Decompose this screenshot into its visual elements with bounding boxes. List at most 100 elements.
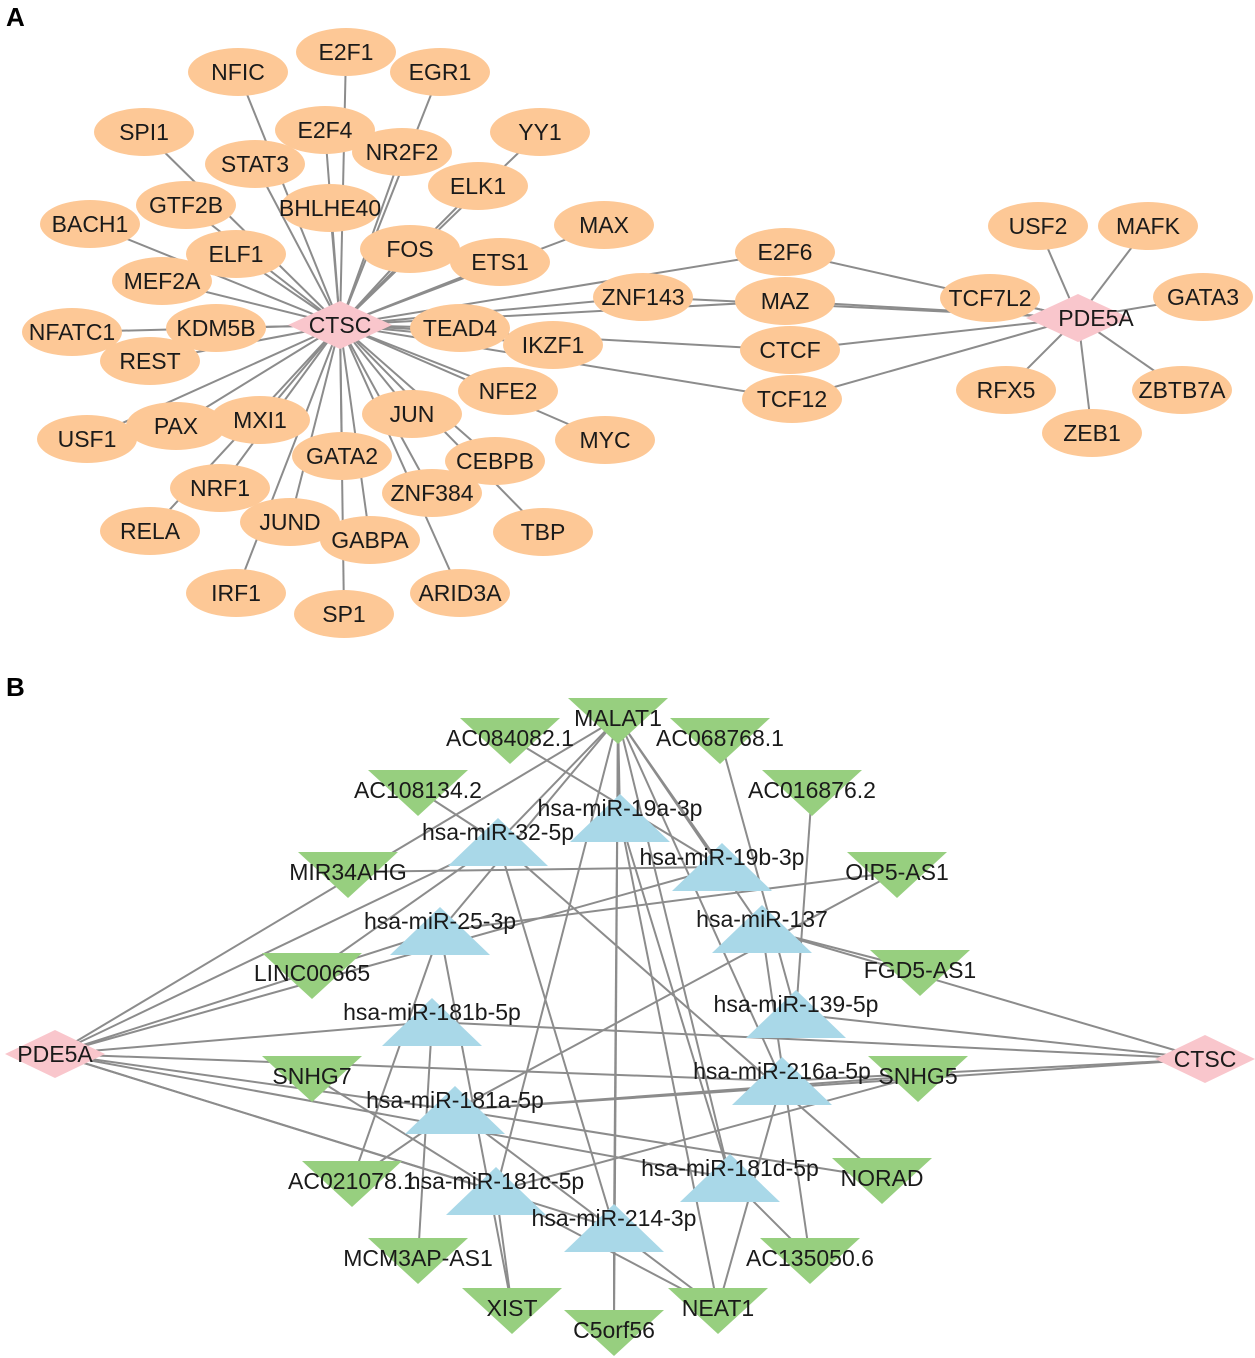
tf-node-ellipse <box>988 202 1088 250</box>
panel-a-node-elf1[interactable]: ELF1 <box>186 230 286 278</box>
panel-a-node-pde5a[interactable]: PDE5A <box>1026 294 1134 342</box>
mirna-node-triangle <box>446 1167 546 1215</box>
panel-a-node-rela[interactable]: RELA <box>100 507 200 555</box>
panel-b-node-ac021078[interactable]: AC021078.1 <box>288 1161 416 1207</box>
panel-a-node-pax[interactable]: PAX <box>126 402 226 450</box>
panel-b-node-ctsc[interactable]: CTSC <box>1155 1035 1255 1083</box>
panel-a-node-fos[interactable]: FOS <box>360 225 460 273</box>
panel-a-node-sp1[interactable]: SP1 <box>294 590 394 638</box>
panel-a-node-label: E2F1 <box>319 39 374 65</box>
panel-a-node-mxi1[interactable]: MXI1 <box>210 396 310 444</box>
panel-a-node-ctsc[interactable]: CTSC <box>288 301 392 349</box>
panel-b-node-neat1[interactable]: NEAT1 <box>668 1288 768 1334</box>
panel-b-node-ac108134[interactable]: AC108134.2 <box>354 770 482 816</box>
panel-b-node-oip5as1[interactable]: OIP5-AS1 <box>845 852 949 898</box>
panel-a-node-ctcf[interactable]: CTCF <box>740 326 840 374</box>
panel-a-node-gata3[interactable]: GATA3 <box>1153 273 1253 321</box>
panel-a-node-tcf12[interactable]: TCF12 <box>742 375 842 423</box>
panel-b-node-mir25[interactable]: hsa-miR-25-3p <box>364 907 516 955</box>
panel-a-node-usf1[interactable]: USF1 <box>37 415 137 463</box>
panel-a-node-zbtb7a[interactable]: ZBTB7A <box>1132 366 1232 414</box>
panel-b-node-label: hsa-miR-25-3p <box>364 908 516 934</box>
panel-a-node-e2f4[interactable]: E2F4 <box>275 106 375 154</box>
panel-b-node-snhg7[interactable]: SNHG7 <box>262 1056 362 1102</box>
panel-b-node-ac068768[interactable]: AC068768.1 <box>656 718 784 764</box>
panel-b-edge-pde5a-mir19b <box>54 866 723 1055</box>
panel-a-node-label: GTF2B <box>149 192 223 218</box>
panel-b-node-mir19b[interactable]: hsa-miR-19b-3p <box>640 843 805 891</box>
panel-a-node-egr1[interactable]: EGR1 <box>390 48 490 96</box>
panel-a-node-arid3a[interactable]: ARID3A <box>410 569 510 617</box>
panel-a-node-znf143[interactable]: ZNF143 <box>593 273 693 321</box>
panel-a-node-znf384[interactable]: ZNF384 <box>382 469 482 517</box>
panel-a-node-spi1[interactable]: SPI1 <box>94 108 194 156</box>
panel-a-node-ets1[interactable]: ETS1 <box>450 238 550 286</box>
panel-a-node-zeb1[interactable]: ZEB1 <box>1042 409 1142 457</box>
panel-a-node-e2f1[interactable]: E2F1 <box>296 28 396 76</box>
panel-a-node-maz[interactable]: MAZ <box>735 277 835 325</box>
panel-b-node-snhg5[interactable]: SNHG5 <box>868 1056 968 1102</box>
panel-b-node-label: AC135050.6 <box>746 1245 874 1271</box>
panel-b-node-mir19a[interactable]: hsa-miR-19a-3p <box>538 794 703 842</box>
panel-a-edge-pde5a-tcf12 <box>791 317 1079 400</box>
panel-b-node-mir214[interactable]: hsa-miR-214-3p <box>532 1204 697 1252</box>
panel-a-node-myc[interactable]: MYC <box>555 416 655 464</box>
panel-a-node-jund[interactable]: JUND <box>240 498 340 546</box>
panel-a-node-irf1[interactable]: IRF1 <box>186 569 286 617</box>
panel-b-node-mir34ahg[interactable]: MIR34AHG <box>289 852 407 898</box>
panel-a-node-usf2[interactable]: USF2 <box>988 202 1088 250</box>
panel-b-node-malat1[interactable]: MALAT1 <box>568 698 668 744</box>
panel-b-node-label: LINC00665 <box>254 960 370 986</box>
panel-a-node-nr2f2[interactable]: NR2F2 <box>352 128 452 176</box>
panel-a-node-gata2[interactable]: GATA2 <box>292 432 392 480</box>
panel-a-node-jun[interactable]: JUN <box>362 390 462 438</box>
panel-a-node-gabpa[interactable]: GABPA <box>320 516 420 564</box>
panel-a-node-e2f6[interactable]: E2F6 <box>735 228 835 276</box>
panel-a-node-gtf2b[interactable]: GTF2B <box>136 181 236 229</box>
panel-a-node-bhlhe40[interactable]: BHLHE40 <box>279 184 381 232</box>
panel-a-node-ikzf1[interactable]: IKZF1 <box>503 321 603 369</box>
panel-a-node-mafk[interactable]: MAFK <box>1098 202 1198 250</box>
panel-a-node-elk1[interactable]: ELK1 <box>428 162 528 210</box>
panel-b-node-pde5a[interactable]: PDE5A <box>5 1030 105 1078</box>
panel-b-node-fgd5as1[interactable]: FGD5-AS1 <box>864 950 976 996</box>
tf-node-ellipse <box>100 337 200 385</box>
panel-b-node-xist[interactable]: XIST <box>462 1288 562 1334</box>
lncrna-node-triangle <box>460 718 560 764</box>
mirna-node-triangle <box>448 818 548 866</box>
panel-b-node-mir181a[interactable]: hsa-miR-181a-5p <box>366 1086 544 1134</box>
panel-a-node-tead4[interactable]: TEAD4 <box>410 304 510 352</box>
mirna-node-triangle <box>746 990 846 1038</box>
panel-b-node-ac084082[interactable]: AC084082.1 <box>446 718 574 764</box>
panel-a-node-label: TEAD4 <box>423 315 497 341</box>
panel-b-node-mir216a[interactable]: hsa-miR-216a-5p <box>693 1057 871 1105</box>
panel-b-node-mcm3apas1[interactable]: MCM3AP-AS1 <box>343 1238 493 1284</box>
panel-a-node-nfe2[interactable]: NFE2 <box>458 367 558 415</box>
panel-a-node-cebpb[interactable]: CEBPB <box>445 437 545 485</box>
panel-a-node-nfic[interactable]: NFIC <box>188 48 288 96</box>
panel-a-node-tcf7l2[interactable]: TCF7L2 <box>940 274 1040 322</box>
panel-b-node-ac016876[interactable]: AC016876.2 <box>748 770 876 816</box>
panel-b-node-ac135050[interactable]: AC135050.6 <box>746 1238 874 1284</box>
panel-a-node-nrf1[interactable]: NRF1 <box>170 464 270 512</box>
panel-a-node-bach1[interactable]: BACH1 <box>40 200 140 248</box>
panel-a-node-yy1[interactable]: YY1 <box>490 108 590 156</box>
panel-b-node-mir32[interactable]: hsa-miR-32-5p <box>422 818 574 866</box>
panel-a-node-stat3[interactable]: STAT3 <box>205 140 305 188</box>
panel-a-node-rest[interactable]: REST <box>100 337 200 385</box>
panel-a-node-rfx5[interactable]: RFX5 <box>956 366 1056 414</box>
panel-a-node-tbp[interactable]: TBP <box>493 508 593 556</box>
panel-b-node-c5orf56[interactable]: C5orf56 <box>564 1310 664 1356</box>
panel-b-node-mir181d[interactable]: hsa-miR-181d-5p <box>641 1154 819 1202</box>
panel-b-node-norad[interactable]: NORAD <box>832 1158 932 1204</box>
panel-a-node-mef2a[interactable]: MEF2A <box>112 257 212 305</box>
panel-a-node-kdm5b[interactable]: KDM5B <box>166 304 266 352</box>
panel-b-node-mir181c[interactable]: hsa-miR-181c-5p <box>408 1167 584 1215</box>
panel-b-node-linc00665[interactable]: LINC00665 <box>254 953 370 999</box>
panel-b-node-mir181b[interactable]: hsa-miR-181b-5p <box>343 998 521 1046</box>
panel-b-node-mir137[interactable]: hsa-miR-137 <box>696 905 828 953</box>
panel-a-node-nfatc1[interactable]: NFATC1 <box>22 308 122 356</box>
panel-a-node-max[interactable]: MAX <box>554 201 654 249</box>
panel-b-node-mir139[interactable]: hsa-miR-139-5p <box>714 990 879 1038</box>
panel-b-edge-pde5a-mir181a <box>54 1053 456 1111</box>
